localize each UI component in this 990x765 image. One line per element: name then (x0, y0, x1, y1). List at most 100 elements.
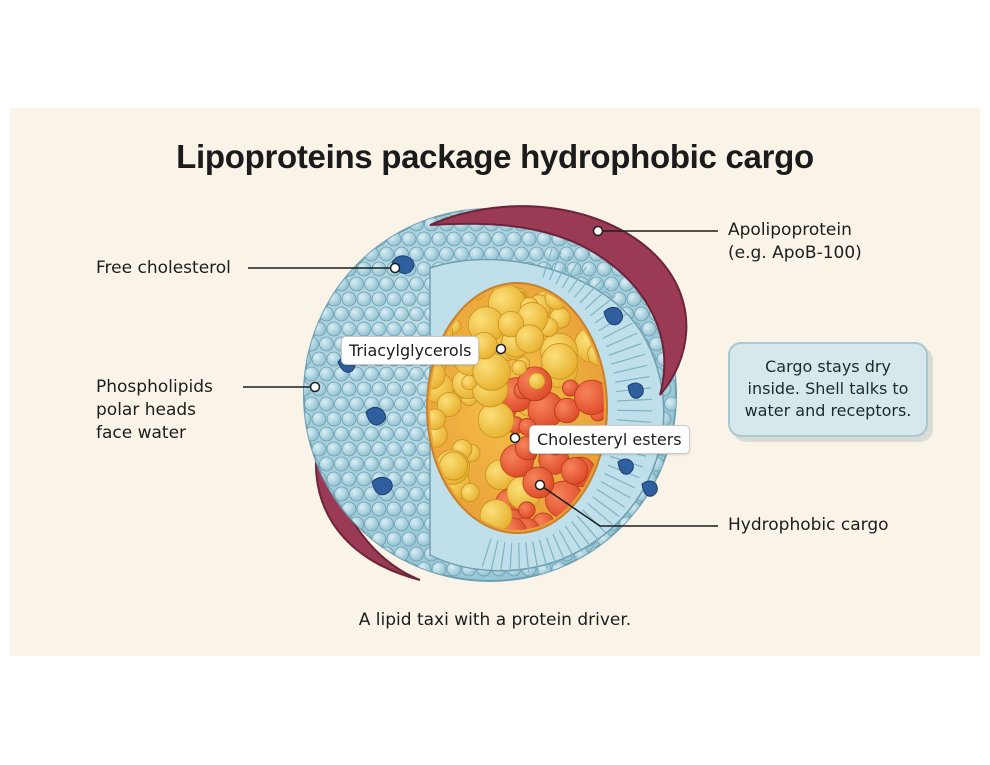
phospholipid-head (409, 246, 424, 262)
phospholipid-head (379, 456, 394, 472)
phospholipid-head (394, 366, 409, 382)
figure-caption: A lipid taxi with a protein driver. (358, 610, 632, 630)
phospholipid-head (364, 276, 379, 292)
phospholipid-head (401, 411, 417, 427)
phospholipid-head (439, 246, 454, 262)
fatty-acid-tail (616, 398, 652, 402)
dot-cholesteryl-esters (509, 432, 521, 444)
phospholipid-head (559, 246, 574, 262)
leader-dots (309, 225, 604, 491)
phospholipid-head (431, 231, 447, 247)
phospholipid-head (334, 396, 349, 412)
dot-hydrophobic-cargo (534, 479, 546, 491)
phospholipid-head (311, 441, 327, 457)
phospholipid-head (394, 276, 409, 292)
label-triacylglycerols: Triacylglycerols (341, 336, 480, 365)
phospholipid-head (349, 456, 364, 472)
phospholipid-head (409, 366, 424, 382)
fatty-acid-tail (587, 503, 613, 526)
phospholipid-head (341, 261, 357, 277)
cholesterol-blob (365, 406, 386, 426)
fatty-acid-tail (499, 541, 506, 572)
phospholipid-head (424, 246, 439, 262)
phospholipid-head (341, 291, 357, 307)
phospholipid-head (409, 486, 424, 502)
phospholipid-head (356, 501, 372, 517)
fatty-acid-tail (584, 286, 610, 310)
figure-title: Lipoproteins package hydrophobic cargo (176, 138, 814, 175)
phospholipid-head (581, 261, 597, 277)
phospholipid-head (386, 531, 402, 547)
phospholipid-head (379, 306, 394, 322)
phospholipid-head (416, 531, 432, 547)
phospholipid-head (341, 411, 357, 427)
phospholipid-head (304, 411, 312, 427)
phospholipid-head (304, 351, 312, 367)
phospholipid-head (341, 471, 357, 487)
phospholipid-head (529, 246, 544, 262)
phospholipid-head (326, 441, 342, 457)
fatty-acid-tail (564, 525, 583, 553)
phospholipid-head (334, 426, 349, 442)
fatty-acid-tail (568, 266, 588, 293)
phospholipid-head (416, 231, 432, 247)
fatty-acid-tail (615, 375, 650, 383)
phospholipid-head (326, 381, 342, 397)
phospholipid-head (589, 546, 604, 562)
phospholipid-head (521, 231, 537, 247)
leader-hydrophobic-cargo (539, 484, 718, 527)
phospholipid-head (401, 471, 417, 487)
label-phospholipids-line1: Phospholipids (96, 377, 213, 397)
phospholipid-head (311, 411, 327, 427)
phospholipid-head (664, 396, 676, 412)
phospholipid-head (379, 396, 394, 412)
apolipoprotein-band (429, 205, 688, 396)
phospholipid-head (386, 441, 402, 457)
phospholipid-head (401, 501, 417, 517)
phospholipid-head (379, 276, 394, 292)
phospholipid-head (326, 291, 342, 307)
triacylglycerol-droplet (477, 401, 515, 439)
fatty-acid-tail (573, 272, 595, 298)
phospholipid-head (379, 246, 394, 262)
label-apolipoprotein-line2: (e.g. ApoB-100) (728, 243, 862, 263)
phospholipid-head (334, 486, 349, 502)
label-free-cholesterol: Free cholesterol (96, 258, 231, 278)
phospholipid-head (401, 381, 417, 397)
cholesterol-blob (603, 306, 624, 326)
fatty-acid-tail (549, 251, 562, 281)
fatty-acid-tail (532, 541, 539, 572)
triacylglycerol-droplet (436, 392, 462, 417)
fatty-acid-tail (481, 538, 492, 568)
cholesteryl-ester-droplet (518, 501, 536, 519)
phospholipid-head (341, 381, 357, 397)
fatty-acid-tail (509, 542, 513, 573)
fatty-acid-tail (592, 496, 620, 517)
note-line3: water and receptors. (744, 401, 912, 420)
phospholipid-head (416, 261, 432, 277)
label-apolipoprotein: Apolipoprotein (e.g. ApoB-100) (728, 219, 862, 265)
phospholipid-head (311, 351, 327, 367)
fatty-acid-tail (605, 332, 638, 348)
phospholipid-head (401, 321, 417, 337)
fatty-acid-tail (552, 533, 566, 563)
phospholipid-head (409, 516, 424, 532)
phospholipid-head (304, 336, 319, 352)
dot-triacylglycerols (495, 343, 507, 355)
phospholipid-head (386, 321, 402, 337)
phospholipid-head (409, 306, 424, 322)
cholesterol-blob (371, 476, 393, 496)
fatty-acid-tail (600, 481, 631, 499)
phospholipid-head (356, 381, 372, 397)
phospholipid-head (371, 231, 387, 247)
phospholipid-head (394, 426, 409, 442)
triacylglycerol-droplet (515, 324, 545, 354)
phospholipid-head (341, 321, 357, 337)
fatty-acid-tail (579, 279, 603, 304)
fatty-acid-tail (589, 295, 617, 317)
phospholipid-head (386, 231, 402, 247)
fatty-acid-tail (558, 530, 575, 558)
phospholipid-head (626, 291, 642, 307)
phospholipid-head (596, 261, 612, 277)
